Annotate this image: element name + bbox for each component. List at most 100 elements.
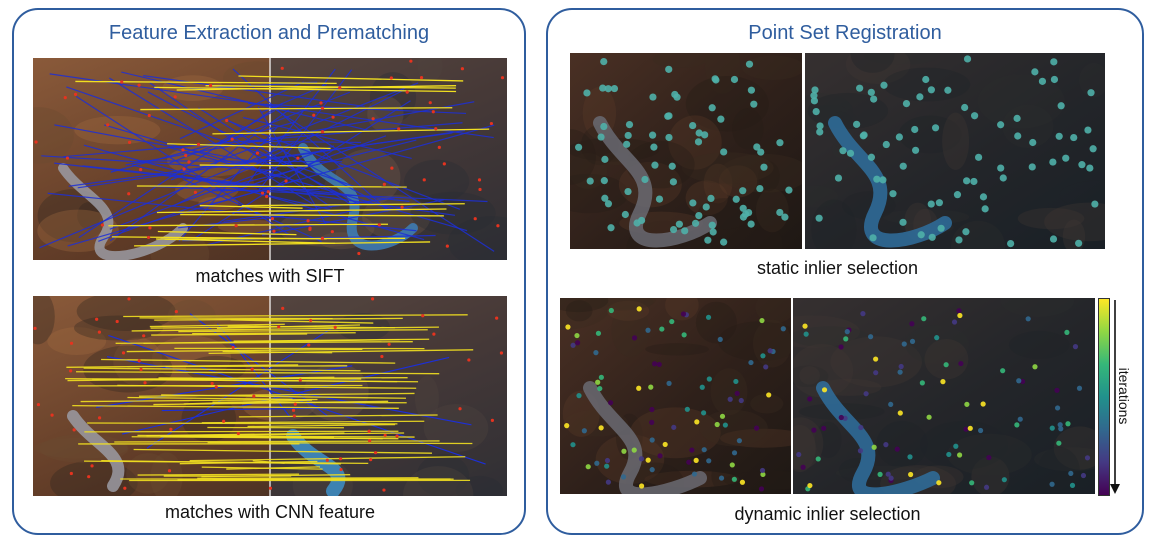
inlier-point bbox=[815, 214, 823, 222]
inlier-point bbox=[1049, 235, 1058, 243]
inlier-match-line bbox=[176, 85, 457, 91]
weighted-point bbox=[936, 480, 942, 486]
weighted-point bbox=[564, 423, 570, 429]
sift-matches-svg bbox=[33, 58, 507, 260]
weighted-point bbox=[718, 475, 725, 481]
weighted-point bbox=[868, 334, 874, 340]
weighted-point bbox=[888, 475, 894, 481]
weighted-point bbox=[871, 444, 877, 450]
weighted-point bbox=[919, 380, 925, 386]
keypoint bbox=[320, 106, 325, 110]
inlier-match-line bbox=[149, 323, 285, 328]
inlier-point bbox=[694, 138, 703, 146]
inlier-match-line bbox=[114, 440, 440, 443]
keypoint bbox=[432, 332, 436, 336]
keypoint bbox=[34, 140, 38, 144]
inlier-point bbox=[650, 143, 658, 151]
inlier-point bbox=[922, 75, 930, 84]
inlier-match-line bbox=[208, 349, 474, 355]
weighted-point bbox=[926, 414, 932, 420]
weighted-point bbox=[666, 380, 672, 386]
weighted-point bbox=[753, 425, 760, 431]
weighted-point bbox=[645, 457, 651, 463]
keypoint bbox=[338, 457, 343, 461]
rock-patch bbox=[793, 424, 816, 473]
inlier-point bbox=[981, 205, 989, 213]
keypoint bbox=[500, 76, 505, 80]
weighted-point bbox=[608, 307, 614, 314]
inlier-point bbox=[997, 121, 1005, 129]
outlier-match-line bbox=[108, 77, 313, 205]
keypoint bbox=[495, 316, 499, 320]
weighted-point bbox=[1080, 472, 1087, 479]
keypoint bbox=[367, 429, 371, 433]
keypoint bbox=[478, 187, 482, 192]
keypoint bbox=[50, 413, 54, 417]
inlier-point bbox=[944, 86, 952, 94]
static-left-svg bbox=[570, 53, 802, 249]
rock-patch bbox=[645, 343, 709, 356]
inlier-point bbox=[1028, 163, 1036, 171]
rock-patch bbox=[611, 304, 650, 357]
rock-patch bbox=[1044, 202, 1105, 242]
rock-patch bbox=[126, 453, 170, 494]
weighted-point bbox=[780, 326, 786, 332]
keypoint bbox=[142, 334, 146, 338]
outlier-match-line bbox=[245, 68, 336, 187]
weighted-point bbox=[1065, 421, 1071, 427]
colorbar bbox=[1098, 298, 1110, 496]
weighted-point bbox=[1057, 422, 1063, 428]
weighted-point bbox=[701, 447, 707, 453]
keypoint bbox=[148, 226, 152, 230]
rock-patch bbox=[1079, 62, 1105, 98]
outlier-match-line bbox=[82, 165, 410, 203]
inlier-point bbox=[839, 147, 847, 155]
inlier-point bbox=[882, 140, 890, 149]
keypoint bbox=[499, 351, 504, 355]
weighted-point bbox=[888, 401, 894, 408]
weighted-point bbox=[943, 362, 949, 368]
weighted-point bbox=[811, 427, 817, 433]
keypoint bbox=[182, 167, 186, 171]
inlier-point bbox=[816, 122, 824, 130]
outlier-match-line bbox=[110, 121, 295, 173]
rock-patch bbox=[950, 220, 1006, 249]
outlier-match-line bbox=[68, 132, 453, 187]
keypoint bbox=[369, 458, 373, 462]
keypoint bbox=[281, 306, 285, 310]
weighted-point bbox=[843, 336, 849, 342]
keypoint bbox=[97, 416, 102, 420]
sift-caption: matches with SIFT bbox=[195, 266, 345, 286]
inlier-point bbox=[753, 143, 761, 151]
keypoint bbox=[383, 433, 387, 437]
outlier-match-line bbox=[179, 81, 305, 140]
weighted-point bbox=[1058, 426, 1064, 432]
panel-title-left: Feature Extraction and Prematching bbox=[108, 22, 430, 44]
keypoint bbox=[87, 475, 91, 479]
inlier-point bbox=[935, 199, 943, 207]
dynamic-right-svg bbox=[793, 298, 1095, 494]
inlier-match-line bbox=[160, 435, 383, 440]
weighted-point bbox=[671, 424, 677, 430]
keypoint bbox=[419, 75, 424, 80]
inlier-point bbox=[1057, 102, 1065, 110]
inlier-point bbox=[583, 89, 591, 97]
weighted-point bbox=[645, 327, 651, 333]
rock-patch bbox=[447, 216, 507, 260]
keypoint bbox=[292, 414, 296, 418]
weighted-point bbox=[681, 332, 687, 338]
keypoint bbox=[100, 223, 105, 227]
inlier-match-line bbox=[205, 85, 456, 89]
inlier-point bbox=[937, 224, 945, 232]
rock-patch bbox=[570, 129, 596, 185]
rock-patch bbox=[47, 327, 107, 356]
inlier-point bbox=[625, 120, 634, 129]
inlier-match-line bbox=[207, 441, 473, 445]
inlier-point bbox=[1070, 133, 1078, 142]
outlier-match-line bbox=[170, 82, 419, 181]
rock-patch bbox=[807, 92, 889, 130]
inlier-point bbox=[902, 99, 911, 108]
outlier-match-line bbox=[54, 124, 278, 167]
weighted-point bbox=[669, 318, 675, 325]
weighted-point bbox=[908, 471, 914, 478]
